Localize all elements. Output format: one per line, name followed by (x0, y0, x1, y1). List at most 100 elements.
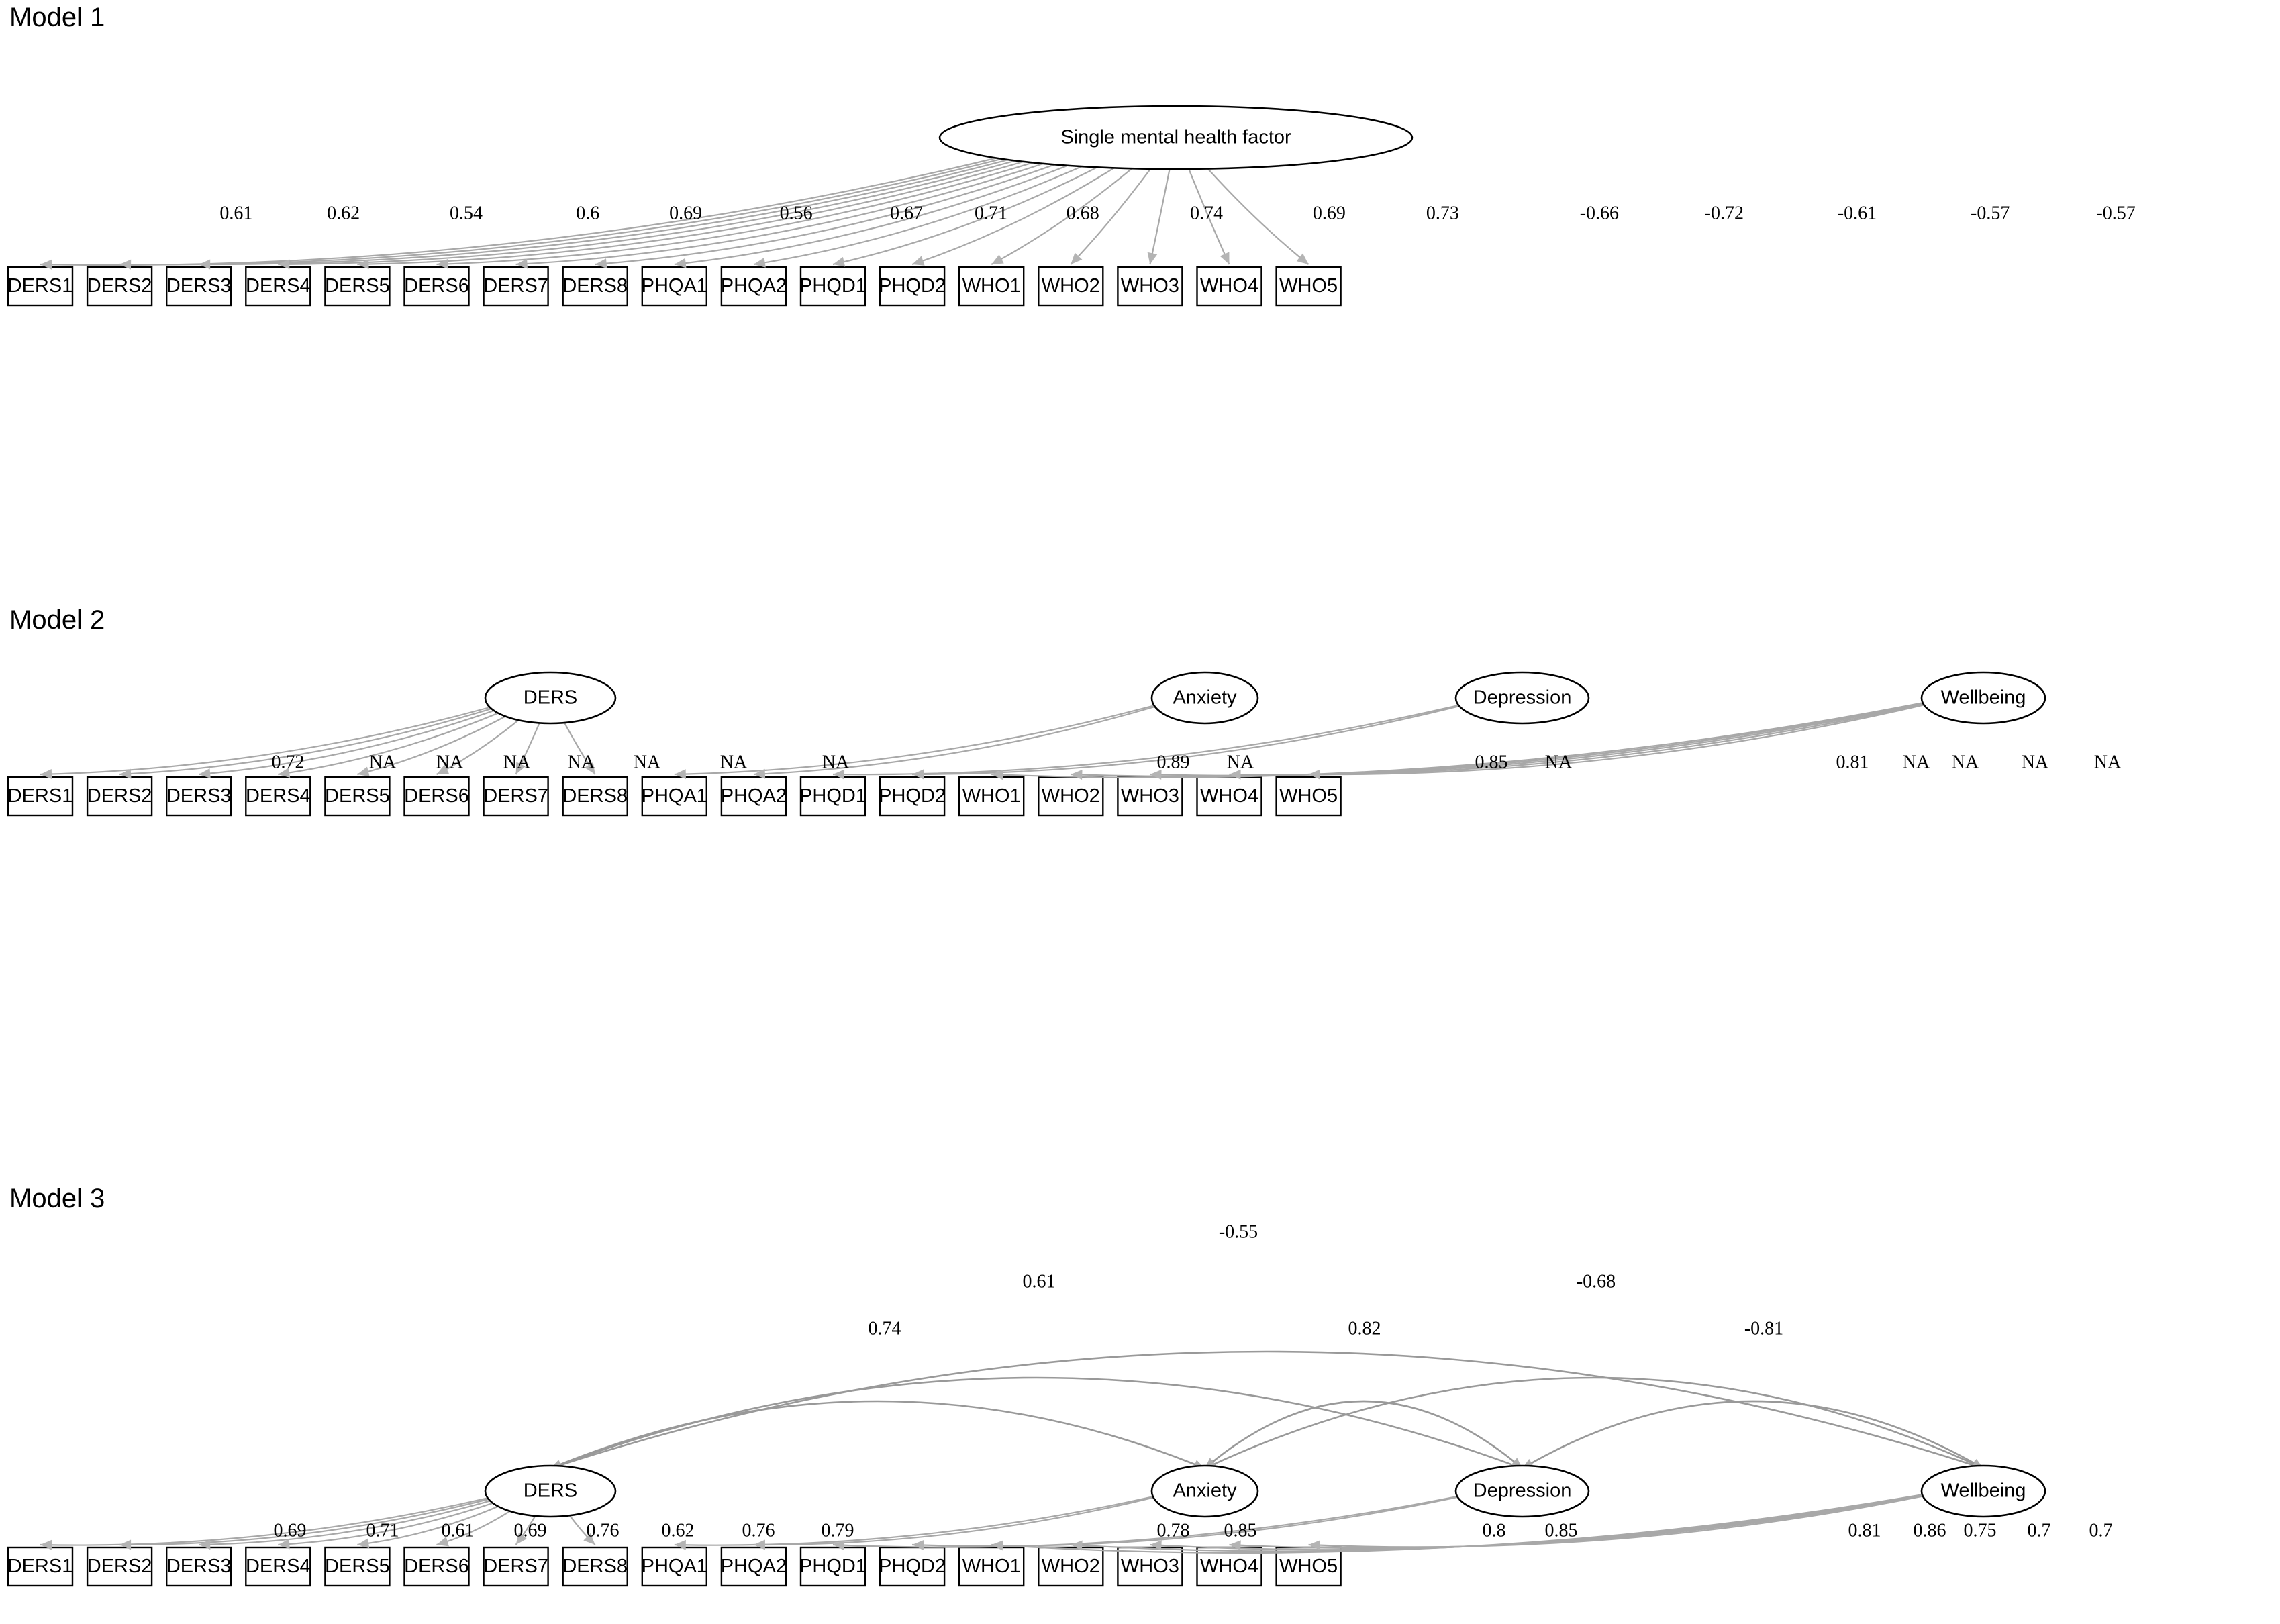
factor-loading-path (991, 702, 1923, 780)
factor-loading-path (119, 1498, 489, 1550)
observed-variable-label: DERS5 (325, 1556, 390, 1577)
factor-loading-path (278, 160, 1016, 270)
observed-variable-who3: WHO3 (1117, 776, 1183, 817)
latent-factor-label: Depression (1473, 1480, 1572, 1502)
observed-variable-label: DERS2 (87, 1556, 152, 1577)
latent-factor-label: DERS (524, 687, 578, 709)
factor-loading-path (1308, 1495, 1924, 1551)
factor-correlation-path (1522, 1400, 1984, 1470)
factor-loading-path (199, 159, 1009, 270)
edge-label: 0.8 (1483, 1520, 1506, 1541)
observed-variable-ders3: DERS3 (165, 266, 232, 307)
observed-variable-phqa1: PHQA1 (641, 266, 707, 307)
model-3-title: Model 3 (9, 1184, 105, 1213)
observed-variable-ders2: DERS2 (86, 1546, 153, 1587)
edge-label: 0.81 (1836, 752, 1869, 772)
edge-label: 0.74 (869, 1318, 901, 1339)
observed-variable-ders1: DERS1 (7, 1546, 74, 1587)
observed-variable-ders4: DERS4 (245, 1546, 311, 1587)
edge-label: 0.89 (1157, 752, 1190, 772)
observed-variable-label: PHQD1 (799, 1556, 866, 1577)
edge-label: 0.76 (587, 1520, 619, 1541)
observed-variable-ders6: DERS6 (403, 1546, 470, 1587)
factor-correlation-path (550, 1376, 1523, 1470)
observed-variable-label: DERS8 (562, 1556, 628, 1577)
edge-label: 0.81 (1848, 1520, 1881, 1541)
edge-label: 0.71 (366, 1520, 399, 1541)
observed-variable-label: DERS1 (8, 1556, 73, 1577)
model-1-title: Model 1 (9, 3, 105, 32)
edge-label: -0.68 (1577, 1271, 1616, 1292)
factor-correlation-path (550, 1350, 1984, 1470)
observed-variable-label: DERS3 (166, 785, 232, 807)
latent-factor-anxiety: Anxiety (1150, 671, 1259, 725)
latent-factor-label: Anxiety (1173, 687, 1237, 709)
factor-loading-path (912, 705, 1460, 780)
latent-factor-depression: Depression (1454, 1464, 1590, 1518)
factor-loading-path (832, 704, 1459, 780)
edge-label: 0.61 (219, 203, 252, 223)
edge-label: 0.85 (1545, 1520, 1578, 1541)
factor-loading-path (515, 1515, 536, 1545)
observed-variable-label: WHO1 (962, 1556, 1021, 1577)
observed-variable-label: WHO3 (1121, 785, 1179, 807)
observed-variable-ders8: DERS8 (562, 266, 628, 307)
observed-variable-label: WHO5 (1279, 275, 1338, 297)
observed-variable-ders7: DERS7 (483, 266, 549, 307)
edge-label: 0.61 (1023, 1271, 1056, 1292)
edge-label: NA (1545, 752, 1573, 772)
factor-loading-path (436, 1510, 511, 1547)
edge-label: 0.73 (1426, 203, 1459, 223)
observed-variable-label: WHO3 (1121, 1556, 1179, 1577)
factor-loading-path (515, 723, 540, 775)
observed-variable-label: DERS5 (325, 275, 390, 297)
observed-variable-label: WHO4 (1200, 785, 1258, 807)
edge-label: 0.74 (1190, 203, 1223, 223)
edge-label: 0.54 (450, 203, 483, 223)
latent-factor-label: Depression (1473, 687, 1572, 709)
observed-variable-ders8: DERS8 (562, 1546, 628, 1587)
edge-label: -0.57 (1971, 203, 2010, 223)
observed-variable-who4: WHO4 (1196, 266, 1262, 307)
factor-loading-path (119, 708, 492, 779)
edge-label: 0.62 (327, 203, 360, 223)
edge-label: 0.69 (274, 1520, 307, 1541)
observed-variable-label: DERS6 (404, 785, 469, 807)
factor-correlation-path (1204, 1376, 1984, 1470)
factor-loading-path (753, 705, 1156, 779)
edge-label: 0.85 (1224, 1520, 1257, 1541)
observed-variable-phqa1: PHQA1 (641, 1546, 707, 1587)
observed-variable-label: DERS3 (166, 1556, 232, 1577)
edge-label: 0.61 (442, 1520, 475, 1541)
observed-variable-label: PHQA2 (721, 1556, 787, 1577)
model-2-title: Model 2 (9, 605, 105, 635)
latent-factor-label: DERS (524, 1480, 578, 1502)
factor-loading-path (564, 722, 596, 775)
edge-label: NA (822, 752, 850, 772)
edge-label: NA (369, 752, 397, 772)
observed-variable-who2: WHO2 (1038, 1546, 1104, 1587)
observed-variable-label: DERS8 (562, 275, 628, 297)
observed-variable-ders7: DERS7 (483, 776, 549, 817)
edge-label: -0.57 (2096, 203, 2135, 223)
factor-loading-path (436, 162, 1033, 269)
observed-variable-label: DERS6 (404, 275, 469, 297)
factor-loading-path (357, 160, 1024, 270)
edge-label: 0.69 (1313, 203, 1346, 223)
factor-loading-path (1207, 168, 1309, 265)
factor-loading-path (1229, 703, 1924, 780)
latent-factor-label: Wellbeing (1941, 1480, 2026, 1502)
observed-variable-label: WHO2 (1042, 785, 1100, 807)
observed-variable-label: WHO5 (1279, 785, 1338, 807)
observed-variable-who5: WHO5 (1275, 266, 1342, 307)
edge-label: 0.7 (2089, 1520, 2113, 1541)
observed-variable-phqd2: PHQD2 (879, 1546, 946, 1587)
observed-variable-label: DERS5 (325, 785, 390, 807)
edge-label: 0.71 (975, 203, 1007, 223)
observed-variable-label: PHQA1 (642, 275, 707, 297)
latent-factor-anxiety: Anxiety (1150, 1464, 1259, 1518)
latent-factor-label: Anxiety (1173, 1480, 1237, 1502)
edge-label: 0.78 (1157, 1520, 1190, 1541)
latent-factor-ders: DERS (484, 1464, 617, 1518)
